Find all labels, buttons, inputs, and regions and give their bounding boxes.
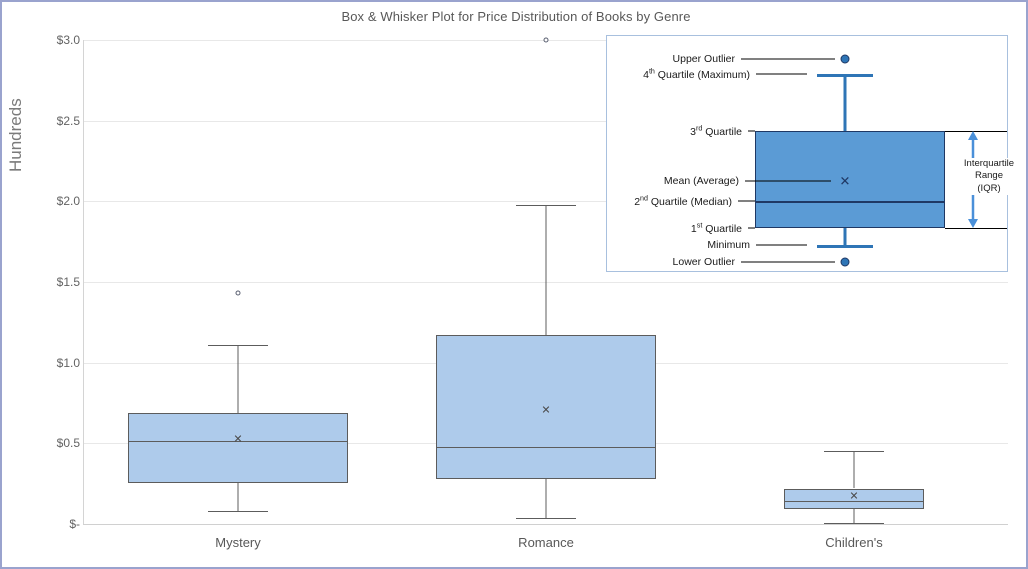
legend-label-lower-outlier: Lower Outlier — [672, 256, 735, 268]
lower-whisker-line — [853, 509, 855, 524]
legend-label-mean: Mean (Average) — [663, 175, 739, 187]
legend-maximum-cap — [817, 74, 873, 77]
legend-upper-outlier-point — [840, 54, 850, 64]
interquartile-box[interactable] — [784, 488, 924, 510]
legend-label-fourth-quartile: 4th Quartile (Maximum) — [643, 67, 750, 81]
minimum-cap — [824, 523, 884, 525]
mean-marker: ✕ — [233, 433, 243, 446]
y-axis-tick-label: $2.0 — [56, 194, 80, 209]
legend-mean-marker: ✕ — [839, 173, 851, 189]
legend-leader-line — [741, 58, 835, 60]
y-axis-tick-label: $1.5 — [56, 275, 80, 289]
legend-upper-whisker — [843, 74, 847, 131]
y-axis-ticks: $- $0.5 $1.0 $1.5 $2.0 $2.5 $3.0 — [30, 33, 80, 531]
x-axis-line — [83, 524, 1008, 525]
legend-iqr-bottom-tick — [945, 228, 1007, 229]
legend-iqr-top-tick — [945, 131, 1007, 132]
box-plot-group[interactable]: ✕ — [784, 40, 924, 525]
outlier-point[interactable] — [235, 290, 241, 296]
median-line — [436, 446, 656, 448]
legend-leader-line — [738, 200, 755, 202]
y-axis-tick-label: $3.0 — [56, 33, 80, 47]
legend-leader-line — [748, 227, 755, 229]
outlier-point[interactable] — [543, 37, 549, 43]
legend-label-second-quartile: 2nd Quartile (Median) — [634, 194, 732, 208]
median-line — [128, 440, 348, 442]
x-axis-tick-label: Romance — [518, 535, 574, 550]
box-plot-anatomy-legend: ✕ Upper Outlier 4th Quartile (Maximum) 3rd … — [606, 35, 1019, 272]
legend-label-minimum: Minimum — [707, 239, 750, 251]
legend-leader-line — [745, 180, 831, 182]
plot-area: ✕ ✕ ✕ — [84, 37, 1008, 525]
lower-whisker-line — [237, 482, 239, 512]
upper-whisker-line — [237, 344, 239, 413]
x-axis-tick-label: Children's — [825, 535, 883, 550]
x-axis-tick-label: Mystery — [215, 535, 261, 550]
minimum-cap — [208, 511, 268, 513]
gridline — [84, 120, 1008, 122]
maximum-cap — [824, 451, 884, 453]
legend-label-upper-outlier: Upper Outlier — [672, 53, 735, 65]
maximum-cap — [208, 344, 268, 346]
legend-lower-outlier-point — [840, 257, 850, 267]
y-axis-line — [83, 40, 84, 525]
mean-marker: ✕ — [541, 404, 551, 417]
legend-leader-line — [756, 244, 807, 246]
lower-whisker-line — [545, 478, 547, 518]
y-axis-tick-label: $- — [69, 517, 80, 531]
legend-lower-whisker — [843, 228, 847, 245]
y-axis-tick-label: $2.5 — [56, 113, 80, 128]
legend-minimum-cap — [817, 245, 873, 248]
legend-label-first-quartile: 1st Quartile — [690, 221, 742, 235]
maximum-cap — [516, 204, 576, 206]
legend-median-line — [755, 201, 945, 203]
legend-leader-line — [741, 261, 835, 263]
legend-leader-line — [748, 130, 755, 132]
interquartile-box[interactable] — [436, 335, 656, 479]
legend-label-third-quartile: 3rd Quartile — [690, 124, 742, 138]
mean-marker: ✕ — [849, 490, 859, 503]
upper-whisker-line — [853, 451, 855, 489]
box-plot-group[interactable]: ✕ — [128, 40, 348, 524]
interquartile-box[interactable] — [128, 412, 348, 483]
chart-title: Box & Whisker Plot for Price Distributio… — [341, 9, 691, 24]
legend-leader-line — [756, 73, 807, 75]
y-axis-tick-label: $1.0 — [56, 355, 80, 370]
box-plot-group[interactable]: ✕ — [436, 37, 656, 524]
minimum-cap — [516, 517, 576, 519]
gridline — [84, 201, 1008, 203]
median-line — [784, 501, 924, 503]
upper-whisker-line — [545, 204, 547, 336]
y-axis-tick-label: $0.5 — [56, 436, 80, 451]
legend-interquartile-box — [755, 131, 945, 228]
